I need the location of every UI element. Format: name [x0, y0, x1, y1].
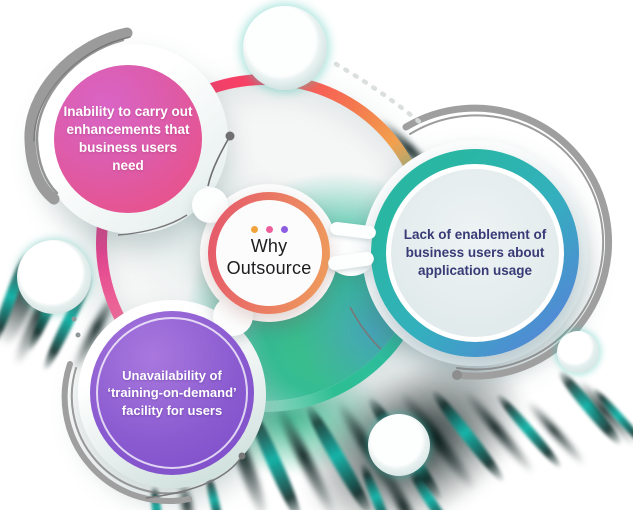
bubble-teal: Lack of enablement of business users abo… — [391, 169, 559, 337]
accent-circle-left — [17, 240, 91, 314]
dot-purple-icon — [280, 226, 288, 234]
center-title-line1: Why — [250, 236, 288, 257]
accent-circle-top — [243, 6, 327, 90]
accent-circle-bottom — [368, 414, 430, 476]
bubble-purple: Unavailability of ‘training-on-demand’ f… — [90, 311, 254, 475]
center-title-line2: Outsource — [226, 258, 312, 278]
center-dots — [250, 226, 288, 234]
dot-orange-icon — [250, 226, 258, 234]
accent-circle-right — [557, 331, 599, 373]
dot-pink-icon — [265, 226, 273, 234]
bubble-teal-ring: Lack of enablement of business users abo… — [371, 149, 579, 357]
center-badge: Why Outsource — [216, 200, 322, 306]
bubble-pink: Inability to carry out enhancements that… — [54, 65, 202, 213]
streak-bar-icon — [574, 377, 633, 449]
bubble-teal-text: Lack of enablement of business users abo… — [403, 227, 547, 278]
streak-bar-icon — [149, 485, 164, 510]
bubble-pink-text: Inability to carry out enhancements that… — [63, 104, 193, 173]
center-badge-ring: Why Outsource — [208, 192, 330, 314]
bubble-purple-text: Unavailability of ‘training-on-demand’ f… — [107, 368, 237, 418]
